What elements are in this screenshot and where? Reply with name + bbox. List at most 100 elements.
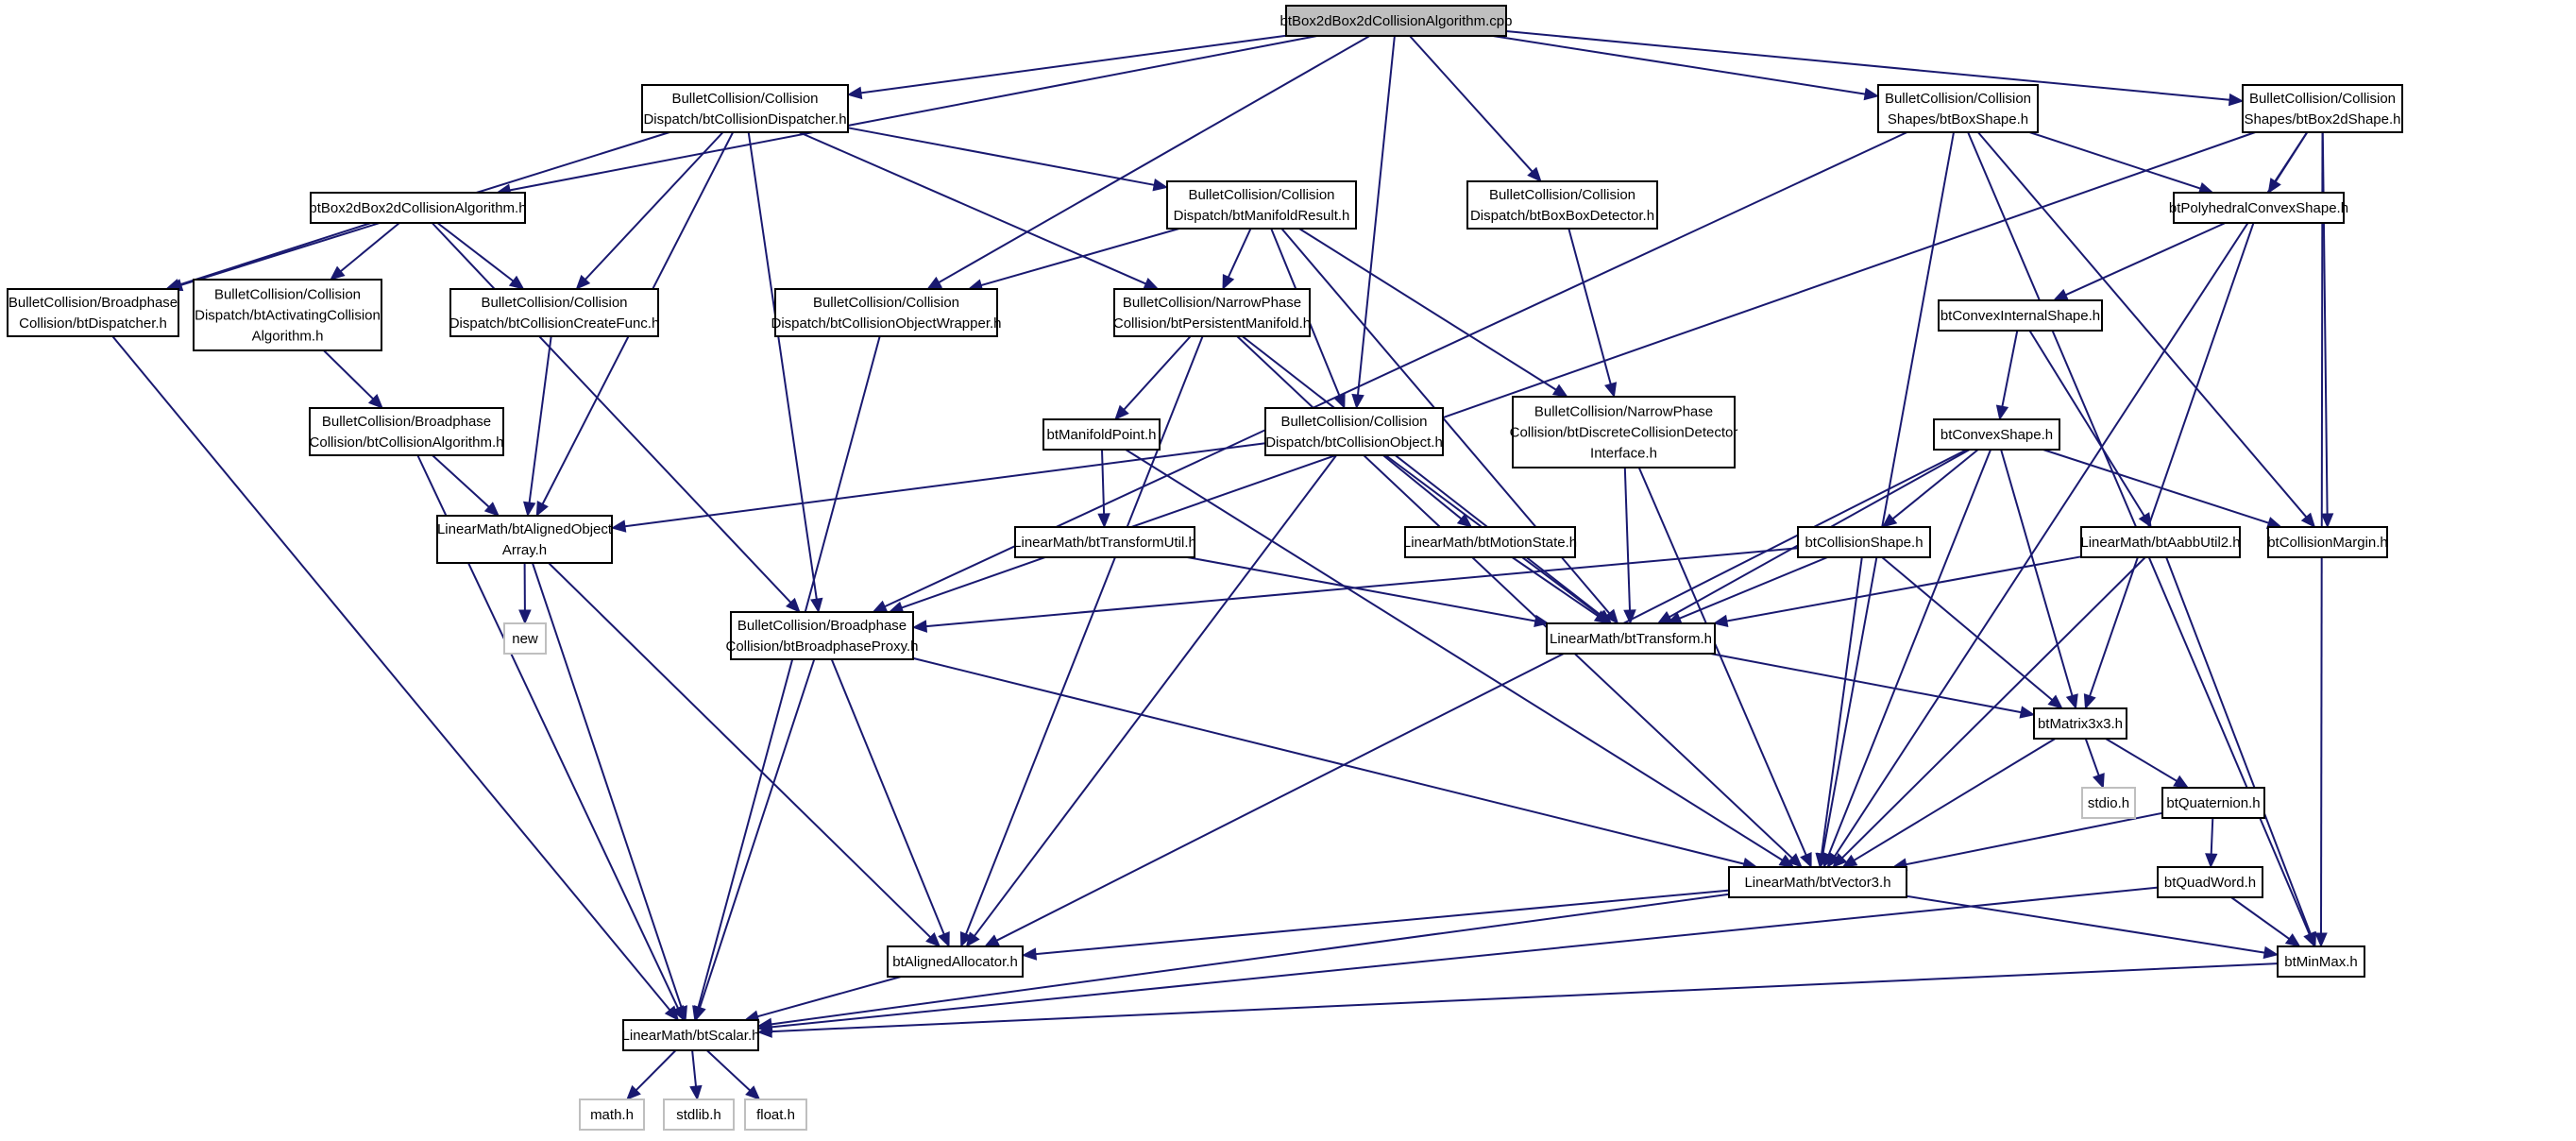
edge-manifoldpoint-to-vector3 [1125, 449, 1795, 868]
node-box [1546, 622, 1716, 655]
node-transformutil[interactable]: LinearMath/btTransformUtil.h [1013, 526, 1196, 558]
edge-line [771, 886, 2159, 1029]
edge-arrowhead [2262, 945, 2279, 960]
edge-arrowhead [2284, 933, 2301, 947]
edge-line [705, 1049, 751, 1092]
node-box [1166, 180, 1357, 230]
edge-arrowhead [1712, 614, 1729, 628]
node-label-line: float.h [756, 1107, 795, 1123]
node-quadword[interactable]: btQuadWord.h [2157, 866, 2263, 898]
edge-line [1101, 449, 1106, 515]
node-label-line: math.h [590, 1107, 634, 1123]
node-scalar[interactable]: LinearMath/btScalar.h [622, 1019, 760, 1051]
node-box2dalg[interactable]: btBox2dBox2dCollisionAlgorithm.h [309, 192, 527, 224]
node-activating[interactable]: BulletCollision/CollisionDispatch/btActi… [193, 279, 382, 351]
node-label-line: BulletCollision/NarrowPhase [1123, 295, 1301, 311]
edge-line [1906, 894, 2265, 954]
edge-line [323, 349, 374, 400]
node-vector3[interactable]: LinearMath/btVector3.h [1728, 866, 1907, 898]
edge-arrowhead [1143, 278, 1160, 290]
node-aabbutil[interactable]: LinearMath/btAabbUtil2.h [2080, 526, 2241, 558]
node-polyhedral[interactable]: btPolyhedralConvexShape.h [2169, 192, 2348, 224]
node-convexshape[interactable]: btConvexShape.h [1933, 418, 2060, 451]
edge-line [1492, 35, 1866, 95]
node-label-line: BulletCollision/Broadphase [8, 295, 178, 311]
node-collobject[interactable]: BulletCollision/CollisionDispatch/btColl… [1264, 407, 1444, 456]
edge-polyhedral-to-convexinternal [2052, 222, 2227, 301]
node-objwrapper[interactable]: BulletCollision/CollisionDispatch/btColl… [771, 288, 1002, 337]
node-motionstate[interactable]: LinearMath/btMotionState.h [1403, 526, 1577, 558]
edge-line [2000, 449, 2074, 696]
node-bpproxy[interactable]: BulletCollision/BroadphaseCollision/btBr… [725, 611, 919, 660]
nodes-layer: btBox2dBox2dCollisionAlgorithm.cppBullet… [7, 5, 2403, 1131]
node-label-line: stdlib.h [676, 1107, 721, 1123]
edge-arrowhead [508, 275, 525, 290]
edge-arrowhead [1603, 608, 1619, 624]
node-box [1014, 526, 1195, 558]
edge-arrowhead [626, 1084, 641, 1100]
node-collisionshape[interactable]: btCollisionShape.h [1797, 526, 1931, 558]
node-boxshape[interactable]: BulletCollision/CollisionShapes/btBoxSha… [1877, 84, 2039, 133]
edge-persistent-to-alignedalloc [959, 335, 1204, 948]
node-box2dshape[interactable]: BulletCollision/CollisionShapes/btBox2dS… [2242, 84, 2403, 133]
node-collalgorithm[interactable]: BulletCollision/BroadphaseCollision/btCo… [309, 407, 504, 456]
edge-line [1710, 653, 2022, 714]
edge-convexshape-to-matrix3x3 [2000, 449, 2078, 710]
edge-arrowhead [756, 1025, 772, 1038]
node-manifoldpoint[interactable]: btManifoldPoint.h [1042, 418, 1161, 451]
edge-line [2165, 556, 2312, 935]
edge-arrowhead [846, 86, 863, 100]
edge-minmax-to-scalar [756, 962, 2279, 1038]
node-quaternion[interactable]: btQuaternion.h [2161, 787, 2265, 819]
node-manifoldresult[interactable]: BulletCollision/CollisionDispatch/btMani… [1166, 180, 1357, 230]
node-minmax[interactable]: btMinMax.h [2277, 945, 2365, 978]
edge-line [747, 131, 818, 600]
edge-aabbutil-to-transform [1712, 555, 2082, 628]
node-collmargin[interactable]: btCollisionMargin.h [2267, 526, 2388, 558]
edge-root-to-box2dalg [495, 35, 1317, 196]
edge-arrowhead [965, 931, 980, 948]
node-boxboxdetector[interactable]: BulletCollision/CollisionDispatch/btBoxB… [1466, 180, 1658, 230]
node-convexinternal[interactable]: btConvexInternalShape.h [1938, 299, 2103, 332]
edge-alignedarray-to-scalar [531, 562, 687, 1022]
node-label-line: Array.h [502, 542, 547, 558]
node-box [1797, 526, 1931, 558]
edge-arrowhead [2083, 693, 2096, 710]
edge-arrowhead [367, 394, 383, 409]
node-box [2081, 787, 2136, 819]
edge-line [691, 1049, 697, 1087]
edge-line [697, 335, 881, 1008]
edge-boxshape-to-collmargin [1977, 131, 2316, 528]
node-label-line: BulletCollision/Collision [1489, 187, 1635, 203]
node-discrete[interactable]: BulletCollision/NarrowPhaseCollision/btD… [1510, 396, 1738, 468]
node-root[interactable]: btBox2dBox2dCollisionAlgorithm.cpp [1280, 5, 1513, 37]
node-box [2157, 866, 2263, 898]
edge-arrowhead [2047, 694, 2063, 709]
edge-arrowhead [1787, 853, 1803, 868]
node-matrix3x3[interactable]: btMatrix3x3.h [2033, 707, 2127, 740]
edge-line [431, 222, 792, 604]
edge-arrowhead [745, 1085, 761, 1100]
node-box [7, 288, 179, 337]
node-bp_dispatcher[interactable]: BulletCollision/BroadphaseCollision/btDi… [7, 288, 179, 337]
node-persistent[interactable]: BulletCollision/NarrowPhaseCollision/btP… [1113, 288, 1311, 337]
node-transform[interactable]: LinearMath/btTransform.h [1546, 622, 1716, 655]
edge-line [2001, 330, 2019, 407]
edge-scalar-to-math [626, 1049, 677, 1100]
edge-collobject-to-motionstate [1382, 454, 1473, 528]
node-label-line: Collision/btBroadphaseProxy.h [725, 639, 918, 655]
node-dispatcher_cd[interactable]: BulletCollision/CollisionDispatch/btColl… [641, 84, 849, 133]
node-alignedalloc[interactable]: btAlignedAllocator.h [887, 945, 1024, 978]
edge-arrowhead [2314, 932, 2328, 948]
node-createfunc[interactable]: BulletCollision/CollisionDispatch/btColl… [449, 288, 660, 337]
edge-line [1827, 449, 1992, 856]
edge-arrowhead [938, 931, 950, 948]
node-box [887, 945, 1024, 978]
edge-bpproxy-to-scalar [693, 658, 816, 1022]
node-label-line: BulletCollision/Collision [214, 287, 361, 303]
node-label-line: btCollisionShape.h [1805, 535, 1923, 551]
edge-arrowhead [786, 597, 801, 613]
edge-arrowhead [1527, 166, 1542, 182]
